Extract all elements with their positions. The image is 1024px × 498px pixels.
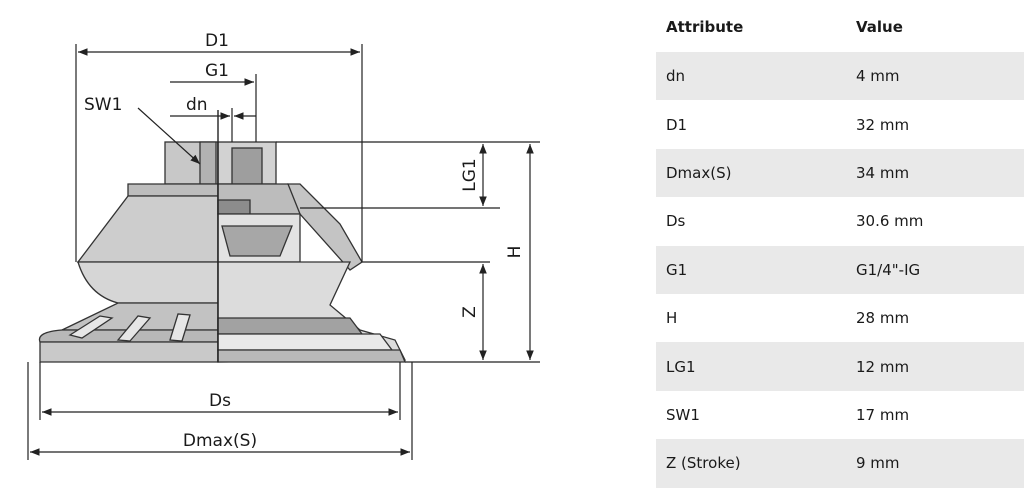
row-value: 9 mm	[846, 439, 1024, 488]
header-attribute: Attribute	[666, 18, 744, 36]
label-g1: G1	[205, 61, 229, 81]
label-dmax: Dmax(S)	[183, 431, 257, 451]
label-sw1: SW1	[84, 95, 122, 115]
table-row: Ds 30.6 mm	[656, 197, 1024, 245]
label-ds: Ds	[209, 391, 231, 411]
table-row: Dmax(S) 34 mm	[656, 148, 1024, 198]
header-value: Value	[856, 18, 903, 36]
label-h: H	[505, 246, 525, 259]
row-value: 28 mm	[856, 309, 910, 328]
row-value: 12 mm	[846, 342, 1024, 391]
table-row: G1 G1/4"-IG	[656, 245, 1024, 294]
table-header-row: Attribute Value	[656, 2, 1024, 52]
row-value: G1/4"-IG	[846, 245, 1024, 294]
cup-exterior-view	[38, 141, 219, 363]
table-row: Z (Stroke) 9 mm	[656, 439, 1024, 488]
row-value: 30.6 mm	[856, 212, 924, 231]
row-attribute: dn	[656, 52, 846, 101]
suction-cup-drawing: D1 G1 dn SW1 LG1 H Z Ds Dmax(S)	[27, 31, 540, 460]
row-value: 32 mm	[856, 115, 910, 134]
table-row: dn 4 mm	[656, 52, 1024, 101]
row-attribute: Dmax(S)	[656, 148, 846, 198]
row-attribute: G1	[656, 245, 846, 294]
row-attribute: SW1	[666, 405, 700, 424]
table-row: LG1 12 mm	[656, 342, 1024, 391]
label-d1: D1	[205, 31, 229, 51]
row-value: 4 mm	[846, 52, 1024, 101]
label-dn: dn	[186, 95, 208, 115]
dimension-lines	[27, 44, 540, 460]
row-value: 17 mm	[856, 405, 910, 424]
row-attribute: D1	[666, 115, 688, 134]
table-row: SW1 17 mm	[656, 391, 1024, 439]
table-row: H 28 mm	[656, 294, 1024, 342]
row-attribute: H	[666, 309, 678, 328]
row-attribute: Z (Stroke)	[656, 439, 846, 488]
label-z: Z	[460, 306, 480, 318]
row-attribute: LG1	[656, 342, 846, 391]
label-lg1: LG1	[460, 158, 480, 191]
table-row: D1 32 mm	[656, 100, 1024, 148]
row-value: 34 mm	[846, 148, 1024, 198]
row-attribute: Ds	[666, 212, 686, 231]
cup-section-view	[217, 141, 407, 363]
spec-table: Attribute Value dn 4 mm D1 32 mm Dmax(S)…	[656, 2, 1024, 488]
